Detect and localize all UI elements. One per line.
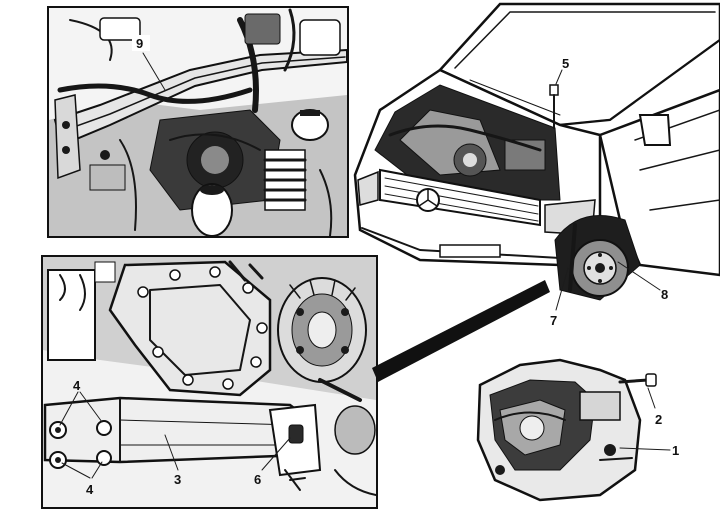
leader-4d [91,461,103,479]
bolt-5 [549,84,559,129]
transmission-unit: 2 1 [476,358,679,502]
bolt-4d [96,450,112,466]
drive-flange [277,277,367,383]
leader-9 [142,52,166,91]
callout-1: 1 [672,443,679,458]
housing-bolts [137,266,268,390]
leader-1 [619,447,671,451]
callout-9: 9 [136,36,143,51]
callout-4-upper: 4 [73,378,81,393]
callout-4-lower: 4 [86,482,94,497]
leader-4c [61,462,91,479]
callout-8: 8 [661,287,668,302]
side-mirror [638,114,672,146]
callout-2: 2 [655,412,662,427]
van-body [598,88,720,277]
callout-3: 3 [174,472,181,487]
bolt-6 [288,424,304,444]
leader-2 [647,387,656,409]
van-front-view: 5 7 8 [353,2,720,328]
view-connector [372,280,550,382]
cross-member-3 [43,396,312,464]
callout-7: 7 [550,313,557,328]
leader-4b [79,391,103,423]
leader-5 [555,69,563,85]
leader-4a [59,391,79,426]
bolt-2 [618,373,657,387]
leader-6 [261,437,291,471]
callout-6: 6 [254,472,261,487]
leader-8 [617,261,661,291]
callout-5: 5 [562,56,569,71]
leader-3 [164,434,179,471]
grille [379,168,541,227]
bolt-4b [96,420,112,436]
inset-engine-bay: 9 [47,6,349,238]
leader-7 [555,267,569,311]
inset-underside: 4 4 3 6 [41,255,378,509]
